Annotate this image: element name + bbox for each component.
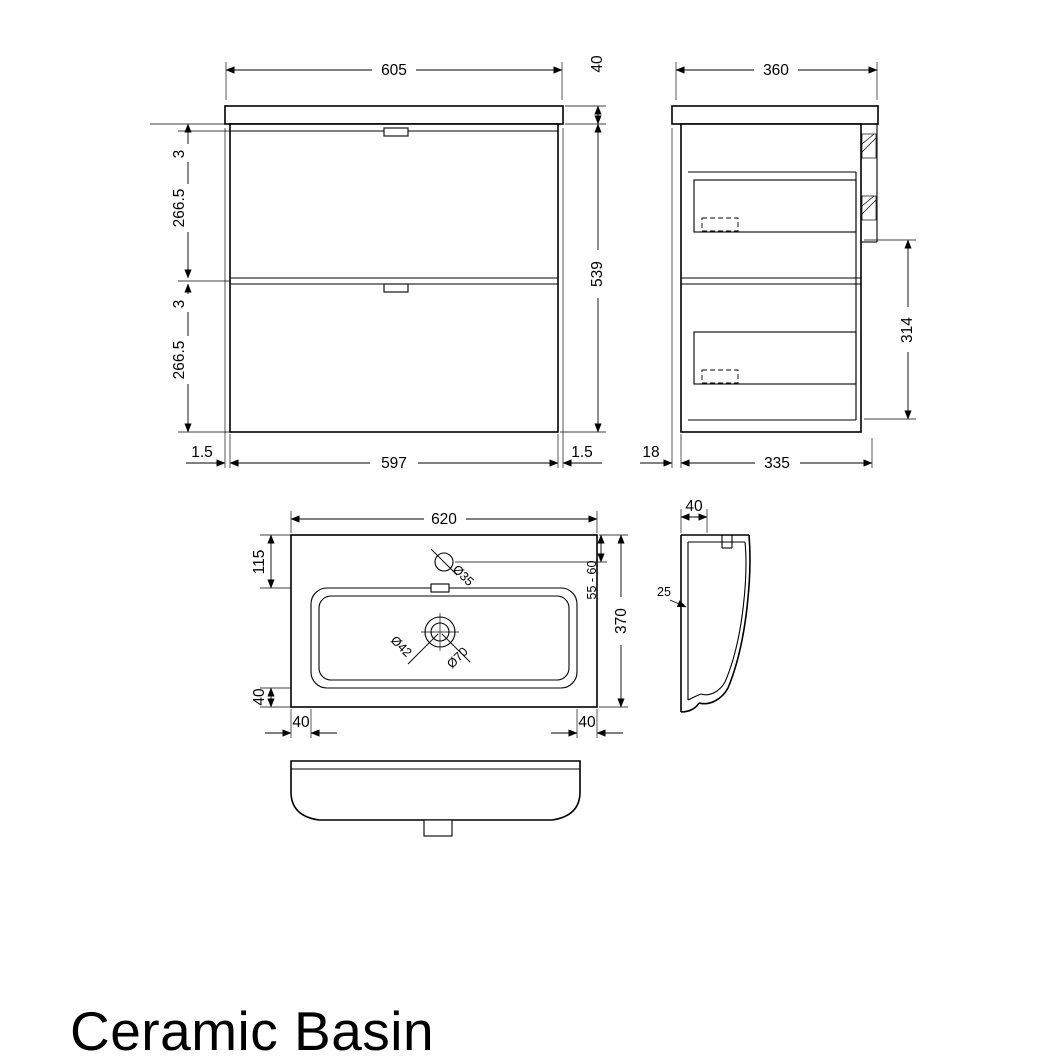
overflow-slot — [430, 583, 450, 593]
cabinet-width-dim: 597 — [381, 455, 407, 472]
front-width-top-dim: 605 — [381, 62, 407, 79]
cabinet-depth-dim: 335 — [764, 455, 790, 472]
drawer-height-1-dim: 266.5 — [171, 189, 188, 228]
vanity-front-view: 605 40 539 3 266.5 3 266.5 1.5 597 1.5 — [150, 55, 606, 472]
overhang-left-dim: 1.5 — [191, 444, 213, 461]
basin-depth-dim: 370 — [613, 608, 630, 634]
drawer-runner-top — [701, 217, 739, 232]
drawer-handle-recess-bottom — [383, 283, 409, 293]
waste-stub-front — [423, 819, 453, 837]
drawer-height-2-dim: 266.5 — [171, 341, 188, 380]
drawer-runner-bottom — [701, 369, 739, 384]
drawing-title: Ceramic Basin — [70, 1000, 434, 1062]
drawer-handle-recess-top — [383, 127, 409, 137]
wall-bracket-bottom — [861, 195, 877, 221]
rim-front-dim: 40 — [251, 688, 268, 706]
rim-left-dim: 40 — [292, 714, 310, 731]
worktop-front — [224, 105, 564, 125]
bowl-inner-plan — [318, 595, 570, 681]
front-offset-dim: 18 — [642, 444, 659, 461]
wall-bracket-top — [861, 133, 877, 159]
depth-top-dim: 360 — [763, 62, 789, 79]
drawer-box-bottom — [693, 331, 857, 385]
tap-inset-dim: 115 — [251, 550, 268, 575]
basin-width-dim: 620 — [431, 511, 457, 528]
cabinet-height-dim: 539 — [589, 261, 606, 287]
gap-top-dim: 3 — [171, 150, 188, 159]
basin-section-view: 40 25 — [657, 498, 751, 713]
section-rim-depth-dim: 40 — [685, 498, 703, 515]
gap-middle-dim: 3 — [171, 300, 188, 309]
overhang-right-dim: 1.5 — [571, 444, 593, 461]
tap-range-dim: 55 - 60 — [585, 560, 599, 599]
worktop-thickness-dim: 40 — [589, 55, 606, 73]
rim-right-dim: 40 — [578, 714, 596, 731]
vanity-side-view: 360 314 18 335 — [640, 62, 916, 472]
basin-front-view — [290, 760, 581, 837]
drawer-box-top — [693, 179, 857, 233]
basin-plan-view: Ø35 Ø42 Ø70 620 115 40 55 - 60 370 40 40 — [251, 511, 630, 738]
worktop-side — [671, 105, 879, 125]
section-front-lip-dim: 25 — [657, 585, 671, 599]
basin-front-outline — [290, 760, 581, 821]
internal-height-dim: 314 — [899, 317, 916, 343]
